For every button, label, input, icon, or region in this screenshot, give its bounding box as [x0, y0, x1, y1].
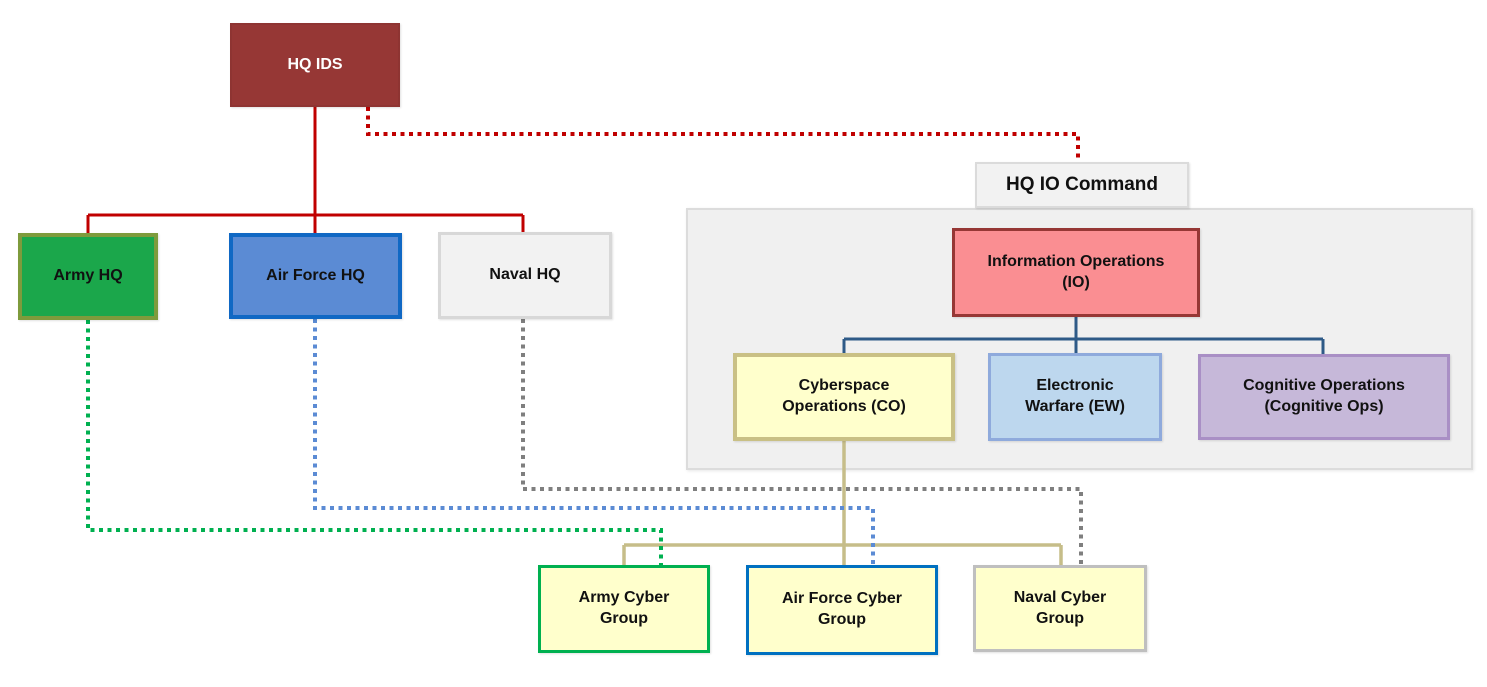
- army-cyber-group-box: Army Cyber Group: [538, 565, 710, 653]
- naval-cyber-group-label: Naval Cyber Group: [1013, 588, 1107, 627]
- air-force-hq-label: Air Force HQ: [266, 266, 365, 284]
- electronic-warfare-label: Electronic Warfare (EW): [1025, 377, 1125, 415]
- cyberspace-operations-box: Cyberspace Operations (CO): [733, 353, 955, 441]
- hq-ids-box: HQ IDS: [230, 23, 400, 107]
- hq-ids-label: HQ IDS: [287, 55, 343, 73]
- hq-io-command-label: HQ IO Command: [1005, 173, 1158, 195]
- army-hq-label: Army HQ: [53, 267, 123, 285]
- cyberspace-operations-label: Cyberspace Operations (CO): [782, 377, 906, 415]
- air-force-hq-box: Air Force HQ: [229, 233, 402, 319]
- air-force-cyber-group-label: Air Force Cyber Group: [781, 590, 903, 628]
- cognitive-operations-box: Cognitive Operations (Cognitive Ops): [1198, 354, 1450, 440]
- information-operations-label: Information Operations (IO): [987, 252, 1165, 291]
- army-hq-box: Army HQ: [18, 233, 158, 320]
- army-cyber-group-label: Army Cyber Group: [578, 589, 670, 627]
- information-operations-box: Information Operations (IO): [952, 228, 1200, 317]
- hq-io-command-box: HQ IO Command: [975, 162, 1189, 208]
- naval-cyber-group-box: Naval Cyber Group: [973, 565, 1147, 652]
- naval-hq-box: Naval HQ: [438, 232, 612, 319]
- air-force-cyber-group-box: Air Force Cyber Group: [746, 565, 938, 655]
- electronic-warfare-box: Electronic Warfare (EW): [988, 353, 1162, 441]
- cognitive-operations-label: Cognitive Operations (Cognitive Ops): [1243, 377, 1405, 415]
- naval-hq-label: Naval HQ: [489, 266, 561, 284]
